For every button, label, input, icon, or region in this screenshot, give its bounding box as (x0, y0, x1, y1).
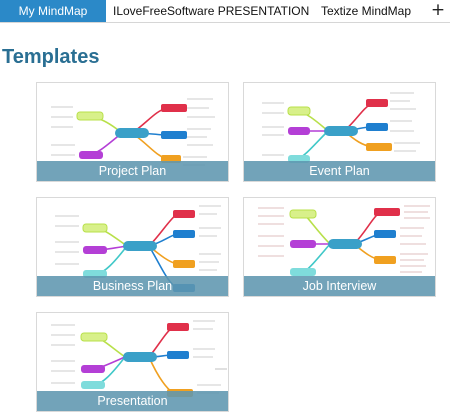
template-card-business-plan[interactable]: Business Plan (36, 197, 229, 297)
tab-ilovefreesoftware-presentation[interactable]: ILoveFreeSoftware PRESENTATION (113, 4, 310, 18)
template-card-project-plan[interactable]: Project Plan (36, 82, 229, 182)
template-card-event-plan[interactable]: Event Plan (243, 82, 436, 182)
template-card-job-interview[interactable]: Job Interview (243, 197, 436, 297)
template-title: Business Plan (37, 276, 228, 296)
mindmap-thumbnail (258, 205, 430, 276)
tab-my-mindmap[interactable]: My MindMap (0, 0, 106, 22)
add-tab-button[interactable]: + (430, 0, 446, 20)
template-title: Presentation (37, 391, 228, 411)
tab-textize-mindmap[interactable]: Textize MindMap (320, 4, 412, 18)
template-card-presentation[interactable]: Presentation (36, 312, 229, 412)
template-title: Event Plan (244, 161, 435, 181)
template-title: Job Interview (244, 276, 435, 296)
mindmap-thumbnail (262, 92, 420, 163)
section-title: Templates (2, 46, 100, 68)
tab-bar: My MindMap ILoveFreeSoftware PRESENTATIO… (0, 0, 450, 23)
template-title: Project Plan (37, 161, 228, 181)
